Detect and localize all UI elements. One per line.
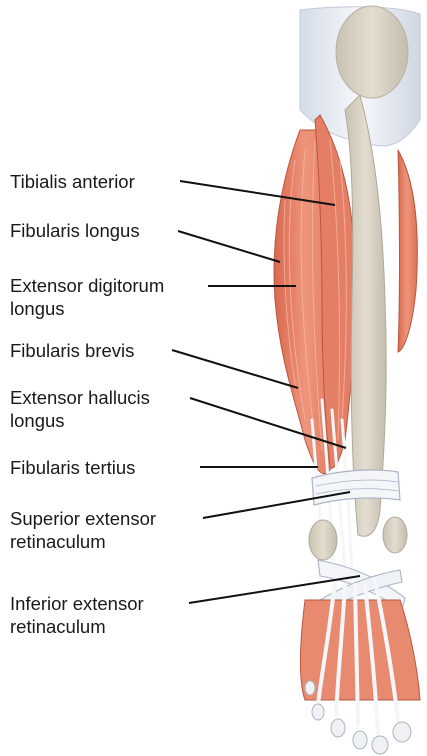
leader-superior-extensor-retinaculum: [203, 492, 350, 518]
leader-fibularis-brevis: [172, 350, 298, 388]
patella: [336, 6, 408, 98]
label-superior-extensor-retinaculum: Superior extensor retinaculum: [10, 507, 156, 553]
label-extensor-digitorum-longus: Extensor digitorum longus: [10, 274, 164, 320]
foot: [300, 600, 420, 700]
leader-fibularis-longus: [178, 231, 280, 262]
label-tibialis-anterior: Tibialis anterior: [10, 170, 135, 193]
lateral-malleolus: [309, 520, 337, 560]
label-extensor-hallucis-longus: Extensor hallucis longus: [10, 386, 150, 432]
label-fibularis-longus: Fibularis longus: [10, 219, 140, 242]
label-fibularis-brevis: Fibularis brevis: [10, 339, 134, 362]
medial-muscle: [398, 150, 417, 352]
medial-malleolus: [383, 517, 407, 553]
label-inferior-extensor-retinaculum: Inferior extensor retinaculum: [10, 592, 144, 638]
label-fibularis-tertius: Fibularis tertius: [10, 456, 135, 479]
